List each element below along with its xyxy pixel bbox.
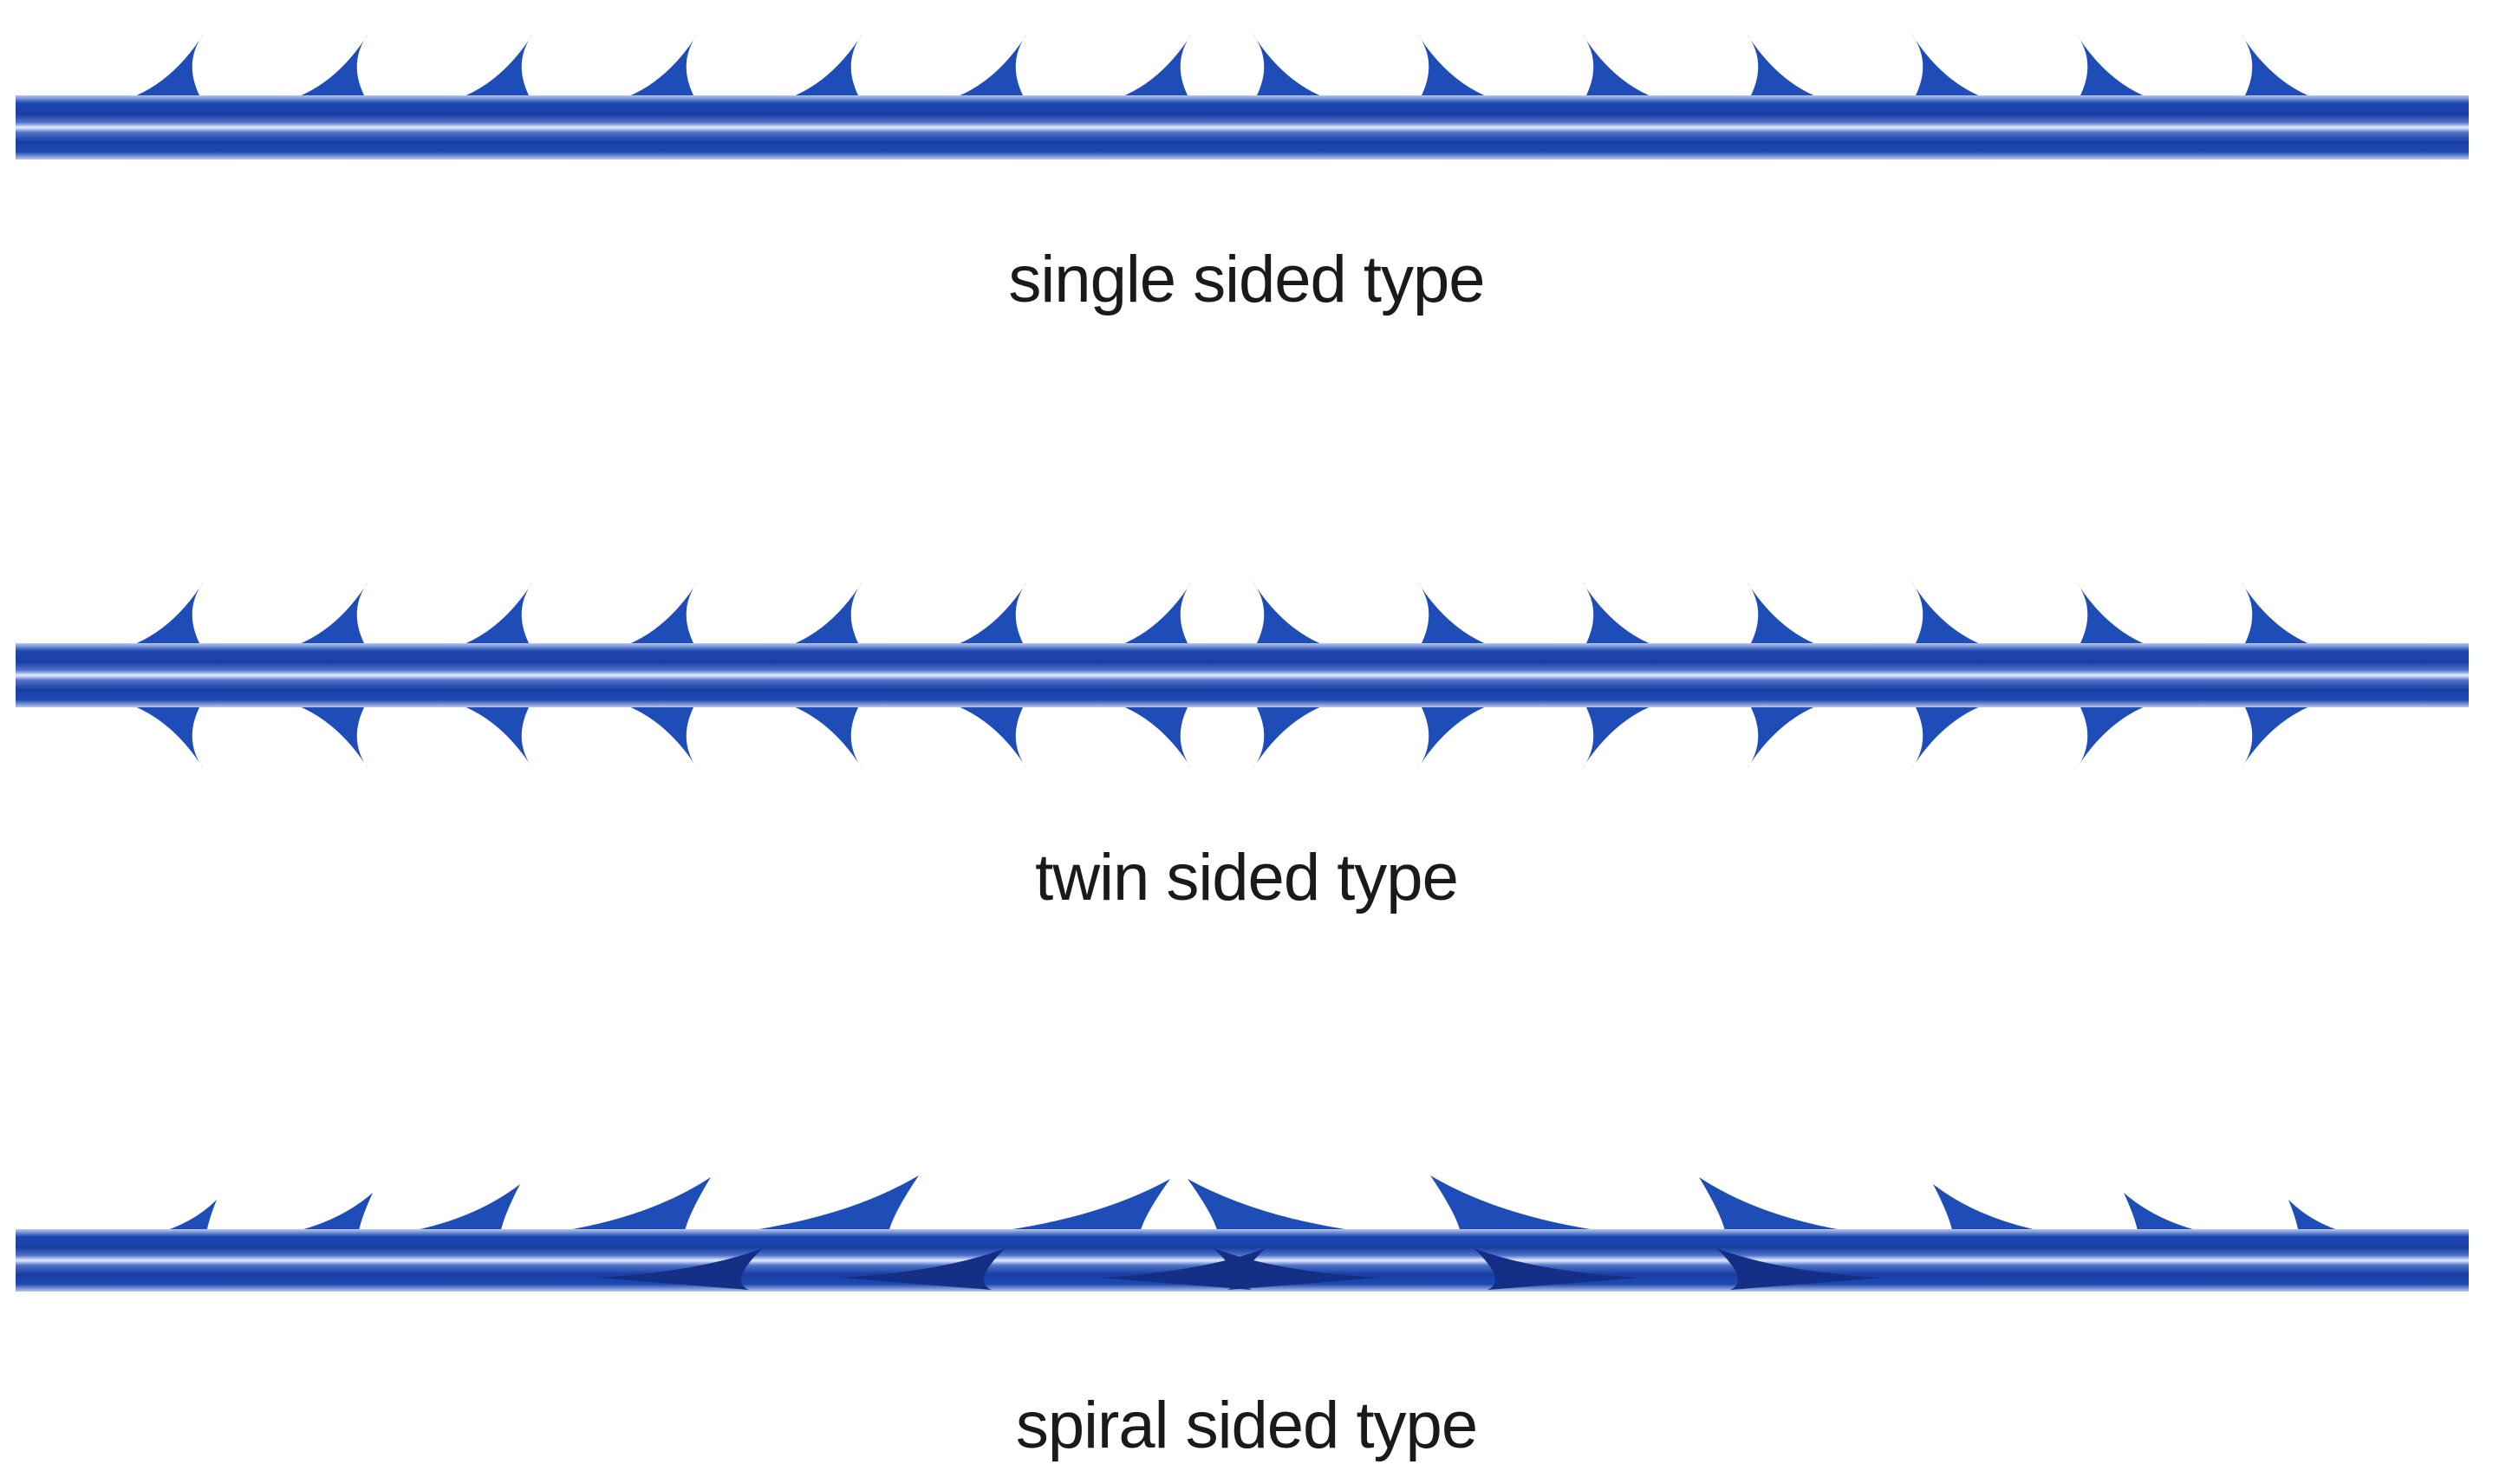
single-barb [1746, 33, 1842, 104]
twin-barb-bottom [1252, 699, 1348, 770]
single-barb [1097, 33, 1193, 104]
twin-barb-bottom [2240, 699, 2336, 770]
spiral-barb-front [1214, 1248, 1380, 1290]
twin-barb-bottom [2075, 699, 2171, 770]
spiral-barb-front [1099, 1248, 1266, 1290]
spiral-barb-front [1716, 1248, 1883, 1290]
single-barb [1252, 33, 1348, 104]
single-barb [932, 33, 1028, 104]
twin-barb-bottom [108, 699, 205, 770]
twin-barb-top [1746, 581, 1842, 652]
twin-barb-bottom [932, 699, 1028, 770]
twin-barb-top [108, 581, 205, 652]
twin-barb-bottom [602, 699, 699, 770]
twin-barb-bottom [273, 699, 369, 770]
single-barb [438, 33, 534, 104]
single-barb [2240, 33, 2336, 104]
twin-barb-top [273, 581, 369, 652]
spiral-barb-front [596, 1248, 763, 1290]
single-barb [273, 33, 369, 104]
spiral-barb-front [1474, 1248, 1640, 1290]
twin-barb-top [602, 581, 699, 652]
spiral-barb-front [839, 1248, 1006, 1290]
twin-barb-top [1097, 581, 1193, 652]
twin-barb-top [438, 581, 534, 652]
twin-barb-bottom [1416, 699, 1513, 770]
twin-barb-top [2240, 581, 2336, 652]
twin-barbs [108, 581, 2336, 770]
twin-barb-bottom [1097, 699, 1193, 770]
single-sided-suture [16, 33, 2469, 159]
single-barb [2075, 33, 2171, 104]
single-barb [1581, 33, 1677, 104]
single-barb [1416, 33, 1513, 104]
single-barbs [108, 33, 2336, 104]
single-barb [767, 33, 863, 104]
twin-sided-suture [16, 581, 2469, 770]
twin-barb-top [932, 581, 1028, 652]
label-twin-sided: twin sided type [1035, 841, 1459, 914]
twin-barb-top [1910, 581, 2007, 652]
twin-barb-top [1252, 581, 1348, 652]
single-wire [16, 95, 2469, 159]
twin-barb-top [2075, 581, 2171, 652]
twin-barb-top [1581, 581, 1677, 652]
single-barb [1910, 33, 2007, 104]
twin-barb-top [767, 581, 863, 652]
twin-barb-bottom [1581, 699, 1677, 770]
twin-barb-bottom [1910, 699, 2007, 770]
spiral-sided-suture [16, 1175, 2469, 1292]
twin-barb-bottom [767, 699, 863, 770]
label-spiral-sided: spiral sided type [1015, 1389, 1478, 1462]
spiral-barbs-front [596, 1248, 1883, 1290]
label-single-sided: single sided type [1008, 243, 1485, 316]
twin-barb-bottom [438, 699, 534, 770]
twin-wire [16, 643, 2469, 707]
single-barb [602, 33, 699, 104]
twin-barb-bottom [1746, 699, 1842, 770]
twin-barb-top [1416, 581, 1513, 652]
single-barb [108, 33, 205, 104]
